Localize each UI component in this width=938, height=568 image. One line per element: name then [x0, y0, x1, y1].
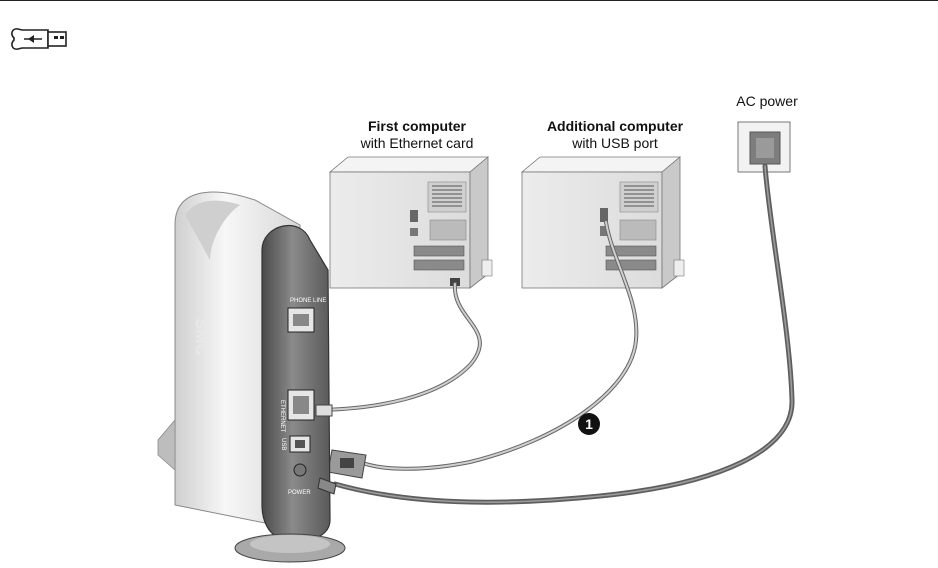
usb-plug — [328, 450, 366, 478]
callout-number: 1 — [585, 416, 593, 432]
port-label-power: POWER — [288, 490, 311, 496]
device-brand-logo: SMC — [192, 318, 211, 356]
callout-1: 1 — [578, 413, 600, 435]
first-computer — [330, 157, 492, 288]
port-label-usb: USB — [280, 438, 286, 450]
port-label-phone-line: PHONE LINE — [290, 298, 326, 304]
dsl-modem: SMC PHONE LINE ETHERNET USB POWER — [158, 192, 345, 562]
port-label-ethernet: ETHERNET — [279, 400, 285, 433]
ethernet-cable — [310, 284, 480, 410]
additional-computer — [522, 157, 684, 288]
